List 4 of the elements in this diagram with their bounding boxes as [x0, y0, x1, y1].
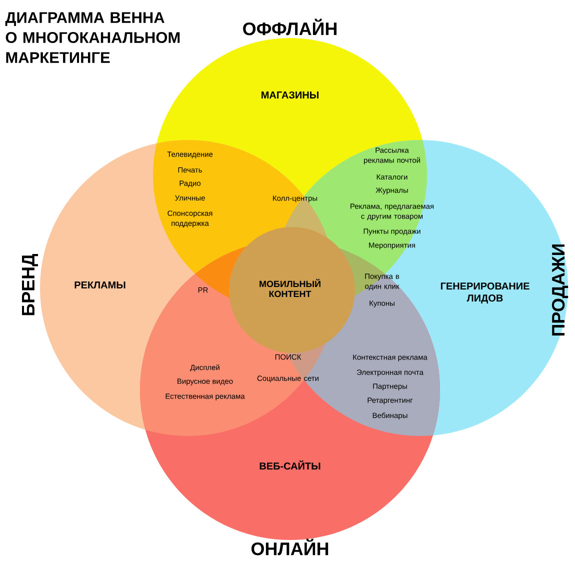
category-heading: ОФФЛАЙН [243, 18, 337, 36]
category-heading: ОНЛАЙН [251, 538, 328, 556]
category-heading: БРЕНД [22, 254, 38, 316]
title: ДИАГРАММА ВЕННА О МНОГОКАНАЛЬНОМ МАРКЕТИНГЕ [5, 12, 180, 63]
